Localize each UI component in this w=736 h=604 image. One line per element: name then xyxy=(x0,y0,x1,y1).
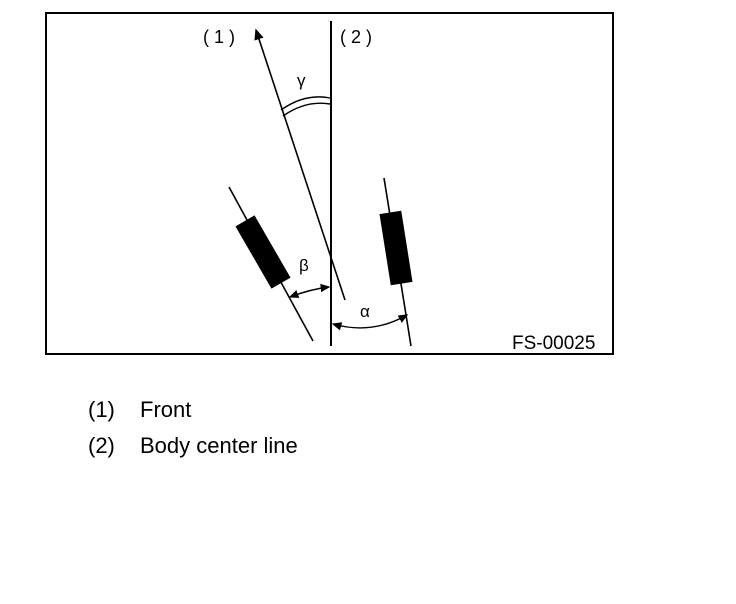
gamma-label: γ xyxy=(297,71,306,90)
front-direction-line xyxy=(254,28,346,301)
legend-item: (1) Front xyxy=(88,392,298,428)
legend-item-number: (1) xyxy=(88,397,115,422)
alpha-label: α xyxy=(360,302,370,321)
left-wheel xyxy=(235,215,291,289)
gamma-angle-arc-inner xyxy=(282,102,331,117)
beta-label: β xyxy=(299,256,309,275)
callout-1-label: ( 1 ) xyxy=(203,27,235,47)
alpha-angle-arc xyxy=(331,314,409,331)
legend: (1) Front (2) Body center line xyxy=(88,392,298,464)
figure-id-label: FS-00025 xyxy=(512,333,595,354)
legend-item: (2) Body center line xyxy=(88,428,298,464)
callout-2-label: ( 2 ) xyxy=(340,27,372,47)
legend-item-label: Body center line xyxy=(140,433,298,458)
beta-angle-arc xyxy=(288,283,331,298)
legend-item-number: (2) xyxy=(88,433,115,458)
right-wheel xyxy=(379,210,413,286)
gamma-angle-arc xyxy=(280,96,331,111)
figure-frame xyxy=(45,12,614,355)
legend-item-label: Front xyxy=(140,397,192,422)
